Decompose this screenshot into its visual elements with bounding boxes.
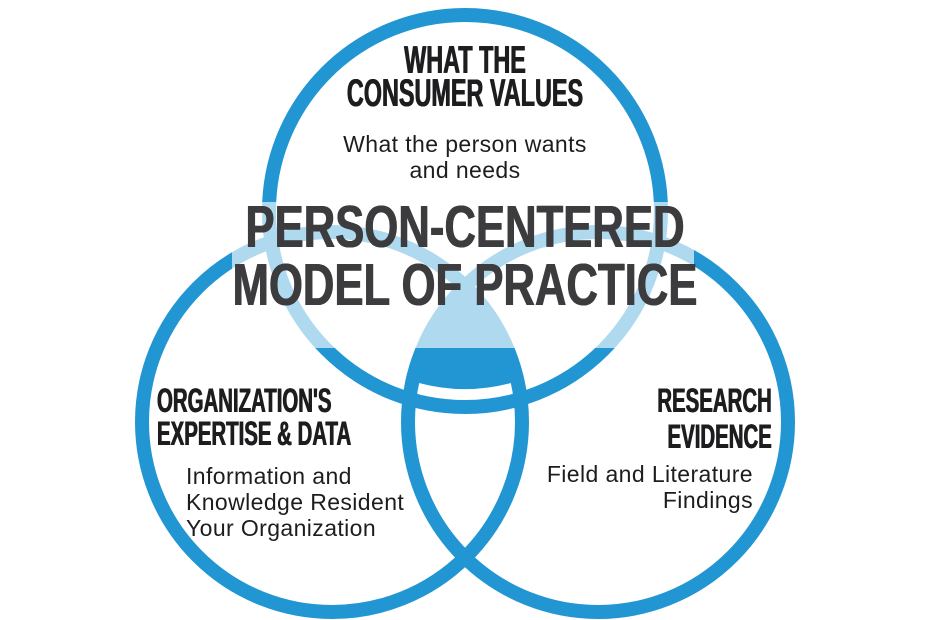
top-circle-subtext-line: and needs — [409, 157, 521, 183]
top-circle-subtext-line: What the person wants — [343, 131, 587, 157]
top-circle-heading-line: CONSUMER VALUES — [346, 72, 584, 115]
bottom-left-circle-subtext: Information and Knowledge Resident Your … — [186, 463, 404, 541]
bottom-right-subtext-line: Findings — [662, 487, 753, 513]
diagram-title: PERSON-CENTERED MODEL OF PRACTICE — [121, 194, 809, 318]
top-circle-heading: WHAT THE CONSUMER VALUES — [186, 39, 744, 115]
bottom-right-subtext-line: Field and Literature — [546, 461, 753, 487]
bottom-left-subtext-line: Information and — [186, 463, 352, 489]
bottom-left-subtext-line: Knowledge Resident — [186, 489, 405, 515]
bottom-right-heading-line: RESEARCH — [657, 382, 772, 420]
title-backdrop-veil — [232, 202, 694, 348]
bottom-right-heading-line: EVIDENCE — [667, 418, 772, 456]
top-circle-subtext: What the person wants and needs — [0, 131, 930, 183]
bottom-left-subtext-line: Your Organization — [186, 515, 377, 541]
bottom-right-circle-heading: RESEARCH EVIDENCE — [658, 383, 772, 455]
diagram-title-line: PERSON-CENTERED — [245, 194, 685, 260]
bottom-left-heading-line: EXPERTISE & DATA — [157, 415, 352, 453]
bottom-right-circle-subtext: Field and Literature Findings — [547, 461, 753, 513]
bottom-left-circle-heading: ORGANIZATION'S EXPERTISE & DATA — [157, 382, 352, 453]
top-circle-heading-line: WHAT THE — [404, 39, 526, 82]
diagram-title-line: MODEL OF PRACTICE — [232, 252, 698, 318]
bottom-left-heading-line: ORGANIZATION'S — [157, 382, 332, 420]
